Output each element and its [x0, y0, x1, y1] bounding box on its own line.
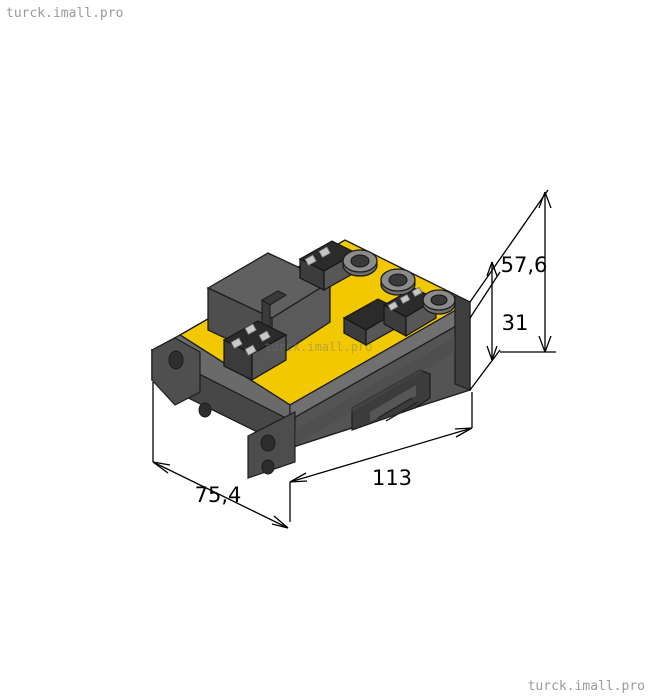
dim-label-57-6: 57,6 [501, 253, 548, 277]
watermark-center: turck.imall.pro [264, 340, 373, 354]
housing-right-face [454, 294, 471, 391]
screw-terminal-screw-3 [258, 330, 271, 342]
terminal-right-screw-2 [399, 293, 411, 305]
dim-75-4-arrow-b-1 [271, 523, 289, 529]
dim-label-75-4: 75,4 [195, 483, 242, 507]
dim-113-line [289, 427, 473, 483]
dim-57-6-tick-bot-b [544, 335, 552, 353]
dim-75-4-line [152, 461, 289, 529]
screw-terminal-screw-2 [244, 344, 257, 356]
terminal-right-screw-3 [411, 286, 423, 298]
m12-connector-1-inner [350, 254, 370, 268]
dim-31-tick-bot-b [491, 345, 498, 361]
terminal-right-screw-1 [387, 300, 399, 312]
dim-75-4-arrow-a-1 [152, 461, 171, 466]
dimension-lines [152, 189, 556, 529]
mounting-hole-front-a [260, 434, 276, 452]
mounting-hole-left-lower [198, 402, 212, 418]
screw-terminal-front [222, 320, 288, 382]
leader-top [469, 189, 549, 303]
mounting-hole-front-b [261, 459, 275, 475]
dim-31-tick-bot-a [486, 345, 493, 361]
dim-31-tick-top-b [491, 261, 498, 277]
dim-31-tick-top-a [486, 261, 493, 277]
m12-connectors [342, 249, 456, 315]
dim-113-arrow-right-b [455, 427, 473, 438]
screw-terminal-screw-1 [230, 337, 243, 349]
leader-bottom [469, 349, 501, 391]
dim-label-31: 31 [502, 311, 529, 335]
dim-113-arrow-left-b [289, 472, 307, 483]
dim-57-6-tick-top-b [544, 191, 552, 209]
dim-75-4-arrow-b-2 [273, 515, 289, 529]
mounting-hole-left [168, 350, 184, 370]
din-rail-clip-highlight [370, 385, 416, 422]
watermark-top-left: turck.imall.pro [6, 6, 124, 21]
rail-groove-2 [385, 401, 419, 422]
rail-groove-1 [377, 397, 413, 419]
front-face-shadow-band [295, 337, 455, 445]
screw-terminal-rear-screw-2 [318, 246, 331, 258]
dim-57-6-tick-bot-a [538, 335, 546, 353]
mounting-flange-left [151, 337, 201, 406]
screw-terminal-screw-4 [244, 323, 257, 335]
screw-terminal-rear-screw-1 [304, 254, 317, 266]
dim-label-113: 113 [372, 466, 412, 490]
m12-connector-3-inner [430, 294, 448, 306]
dim-113-arrow-left-a [289, 480, 308, 483]
dim-57-6-tick-top-a [538, 191, 546, 209]
leader-mid [469, 271, 501, 319]
m12-connector-2-inner [388, 273, 408, 287]
watermark-bottom-right: turck.imall.pro [527, 679, 645, 694]
dim-75-4-arrow-a-2 [152, 461, 169, 474]
screw-terminal-front-side [251, 333, 287, 382]
dim-113-arrow-right-a [454, 427, 473, 430]
